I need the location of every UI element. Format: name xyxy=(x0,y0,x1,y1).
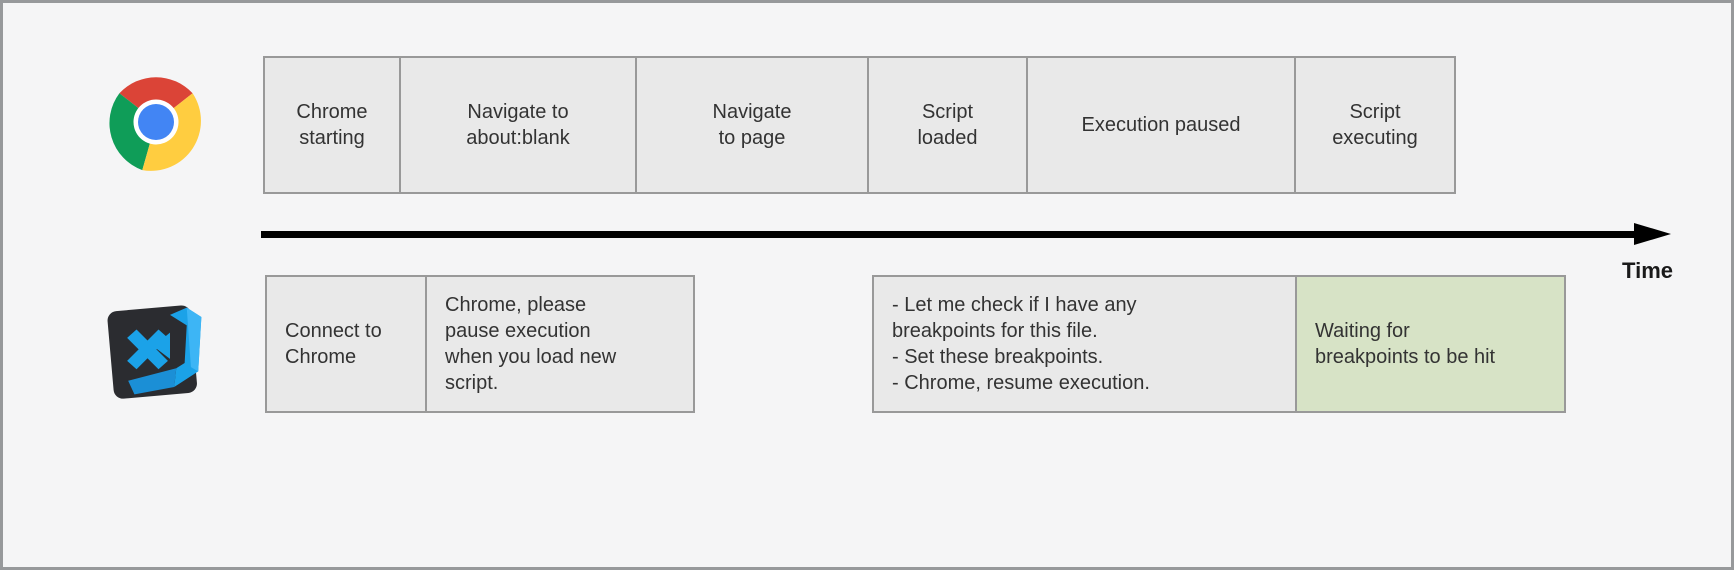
chrome-step-label: Execution paused xyxy=(1081,114,1241,136)
chrome-icon xyxy=(109,77,201,171)
chrome-step-label: Script loaded xyxy=(917,101,978,149)
chrome-step-chrome-starting: Chrome starting xyxy=(263,56,401,194)
chrome-step-label: Navigate to about:blank xyxy=(466,101,570,149)
chrome-step-label: Chrome starting xyxy=(296,101,368,149)
vscode-step-waiting-for-breakpoints: Waiting for breakpoints to be hit xyxy=(1295,275,1566,413)
chrome-step-label: Script executing xyxy=(1332,101,1418,149)
time-axis-label: Time xyxy=(1622,258,1673,283)
vscode-step-label: Waiting for breakpoints to be hit xyxy=(1315,320,1496,368)
chrome-step-script-loaded: Script loaded xyxy=(867,56,1028,194)
vscode-step-label: Connect to Chrome xyxy=(285,320,382,368)
vscode-step-connect-to-chrome: Connect to Chrome xyxy=(265,275,427,413)
vscode-step-pause-request: Chrome, please pause execution when you … xyxy=(425,275,695,413)
vscode-step-breakpoint-steps: - Let me check if I have any breakpoints… xyxy=(872,275,1297,413)
chrome-step-navigate-to-page: Navigate to page xyxy=(635,56,869,194)
time-arrow-head-icon xyxy=(1634,223,1671,245)
time-arrow-line xyxy=(261,231,1636,238)
chrome-step-execution-paused: Execution paused xyxy=(1026,56,1296,194)
vscode-step-label: - Let me check if I have any breakpoints… xyxy=(892,294,1150,394)
chrome-step-navigate-about-blank: Navigate to about:blank xyxy=(399,56,637,194)
chrome-step-script-executing: Script executing xyxy=(1294,56,1456,194)
vscode-icon xyxy=(107,305,202,399)
chrome-step-label: Navigate to page xyxy=(712,101,792,149)
vscode-step-label: Chrome, please pause execution when you … xyxy=(445,294,617,394)
